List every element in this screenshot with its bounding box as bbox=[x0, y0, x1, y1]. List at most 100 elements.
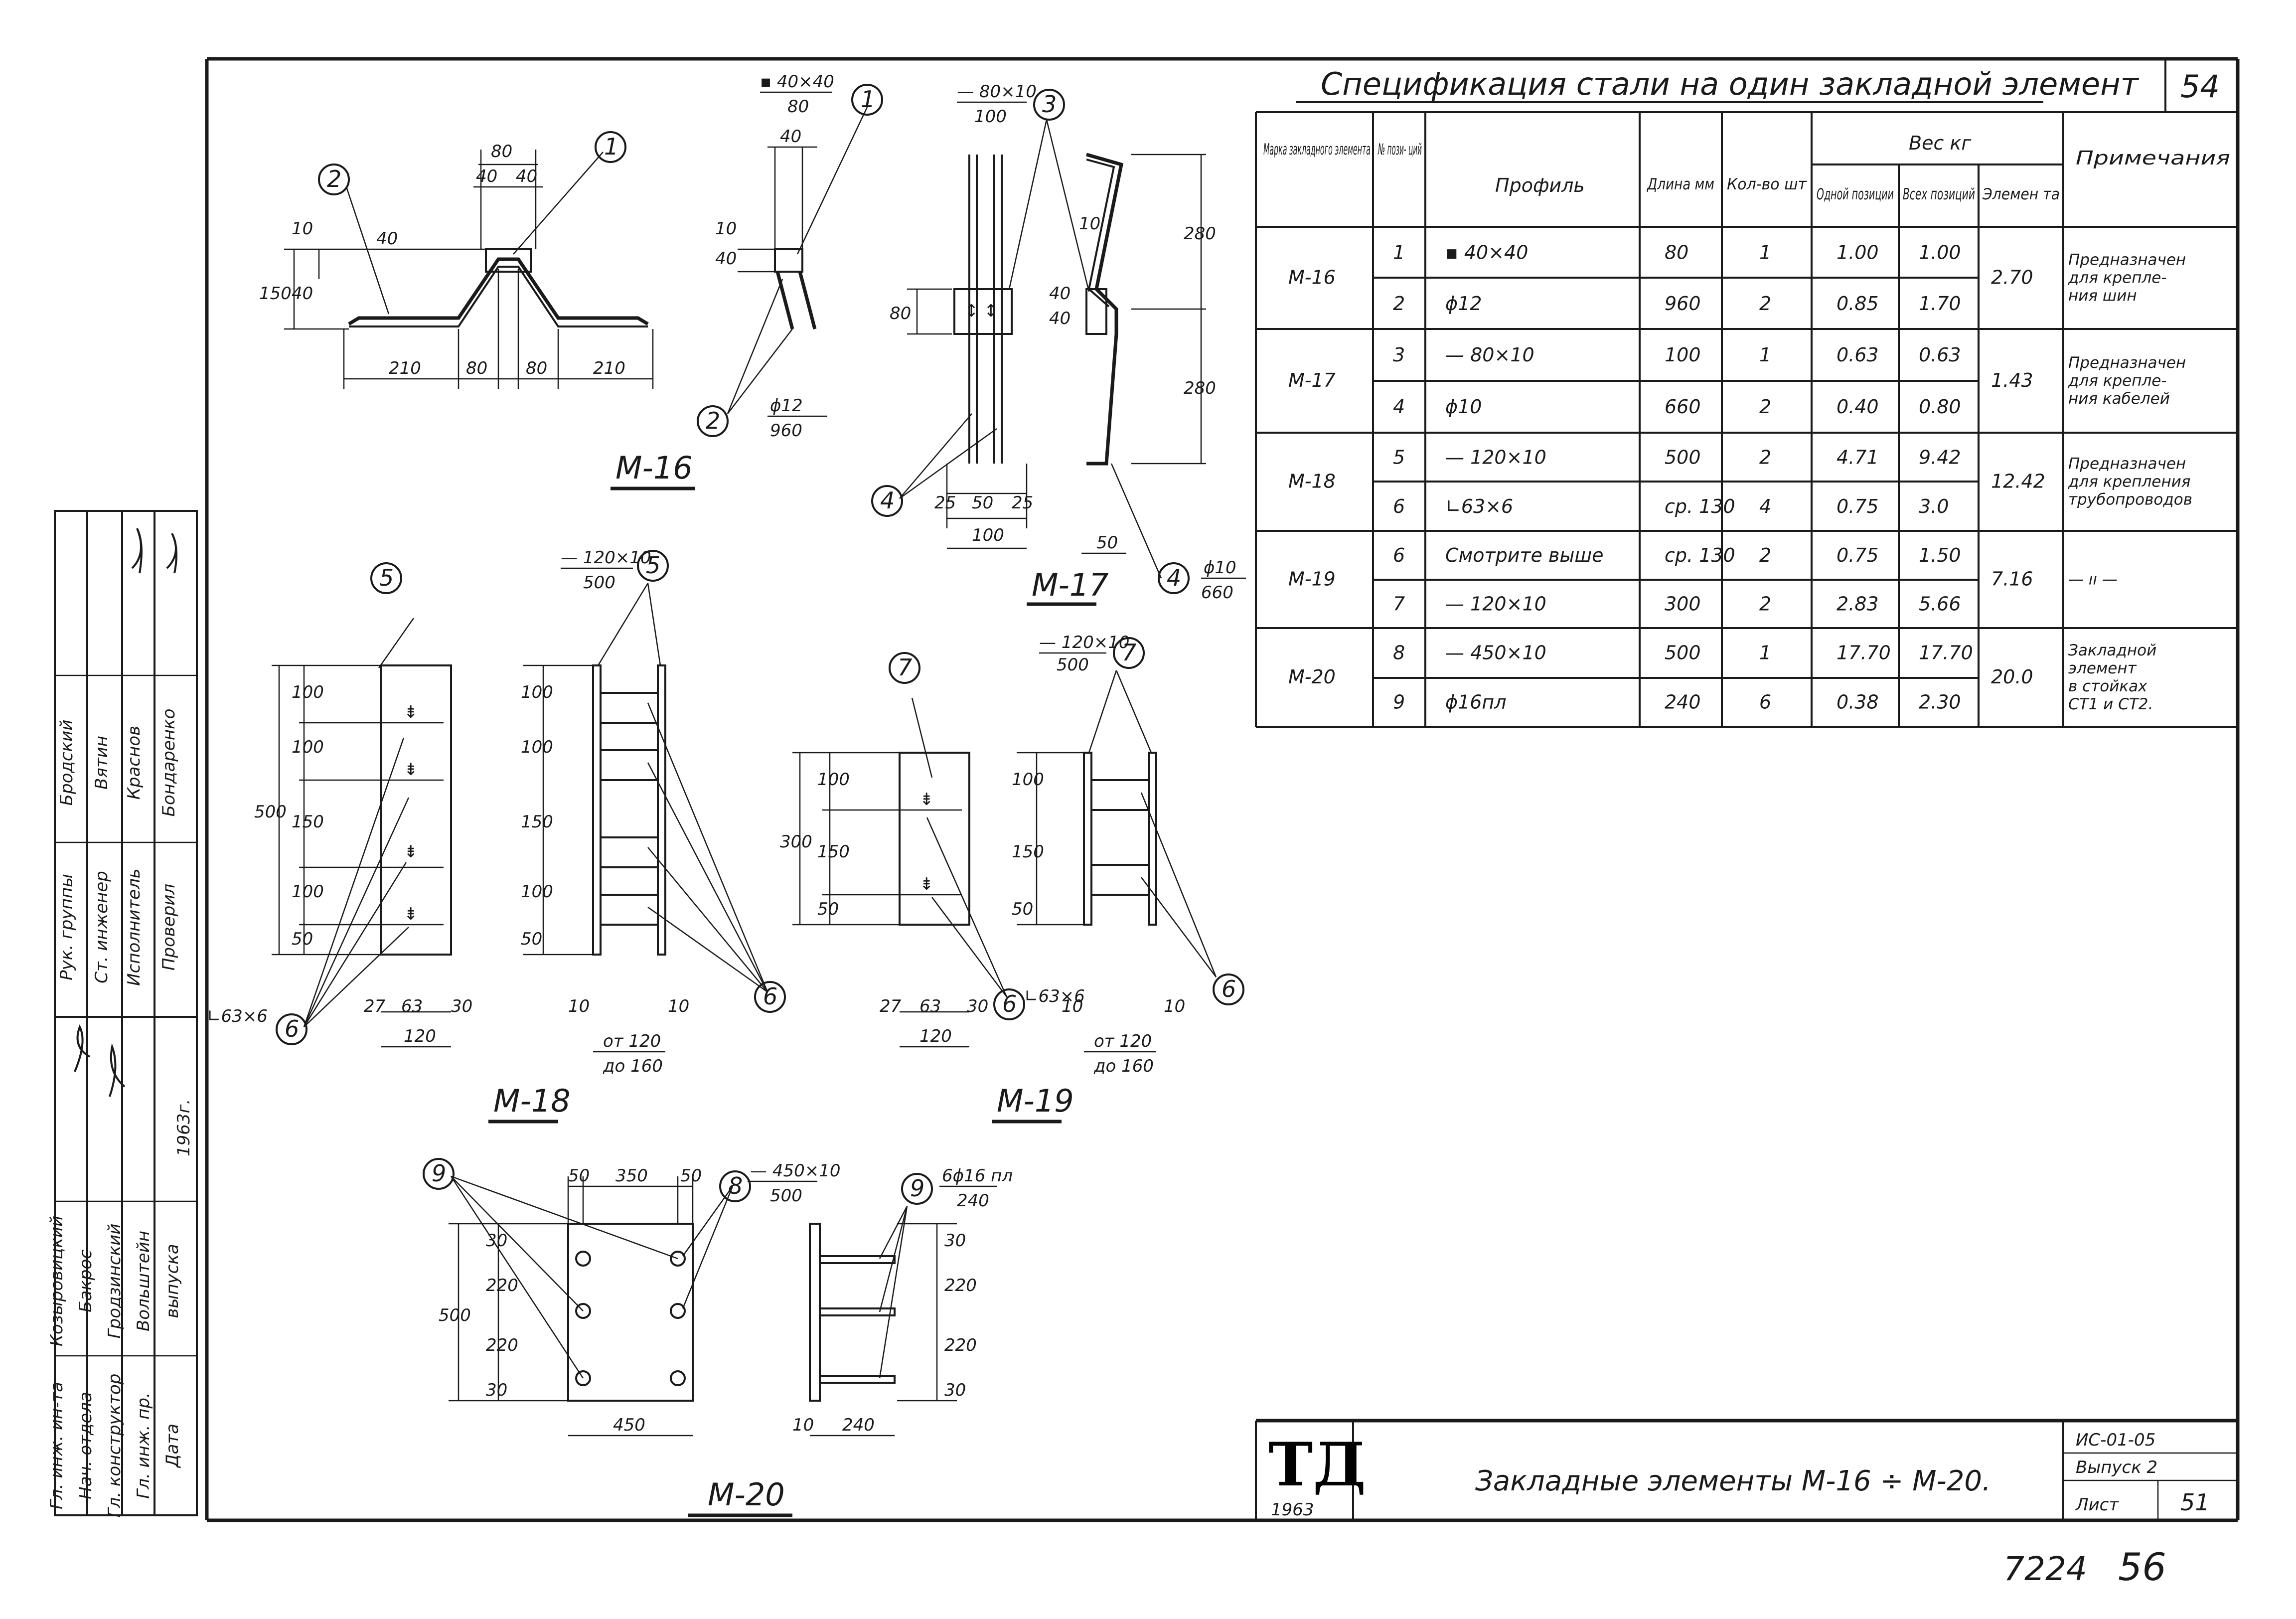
square-bar-m16 bbox=[485, 248, 532, 273]
spec-note-line: Предназначен bbox=[2068, 251, 2186, 269]
spec-qty: 2 bbox=[1759, 593, 1771, 615]
spec-elem-weight: 20.0 bbox=[1991, 666, 2033, 688]
m16-bottom-3: 210 bbox=[593, 358, 625, 378]
spec-profile: — 450×10 bbox=[1445, 642, 1546, 664]
m20-item9-label: 6ϕ16 пл bbox=[942, 1166, 1013, 1186]
archive-number-right: 56 bbox=[2118, 1545, 2166, 1589]
approver-role: Нач. отдела bbox=[76, 1392, 96, 1499]
spec-note-line: Предназначен bbox=[2068, 455, 2186, 473]
header-note: Примечания bbox=[2076, 147, 2230, 169]
m18-dim-1: 100 bbox=[292, 737, 324, 757]
m16-dim-40a: 40 bbox=[476, 166, 497, 186]
spec-note-line: — ıı — bbox=[2068, 571, 2118, 589]
spec-profile: ∟63×6 bbox=[1445, 495, 1513, 517]
svg-text:4: 4 bbox=[1167, 564, 1181, 591]
spec-weight-all: 2.30 bbox=[1919, 691, 1961, 713]
spec-length: 500 bbox=[1665, 446, 1701, 468]
m17-item4-label: ϕ10 bbox=[1204, 558, 1236, 578]
spec-pos: 3 bbox=[1393, 344, 1405, 366]
spec-mark: М-20 bbox=[1288, 666, 1336, 688]
view-m19: 300 100 150 50 ⇟ ⇟ 27 63 30 120 ∟63×6 10… bbox=[780, 633, 1217, 1124]
m18-dim-0: 100 bbox=[292, 682, 324, 702]
spec-qty: 1 bbox=[1759, 642, 1771, 664]
approver-role: Гл. конструктор bbox=[105, 1374, 125, 1518]
m20-side-0: 30 bbox=[944, 1231, 966, 1251]
drawing-frame bbox=[205, 57, 2240, 1522]
m18-dim-10a: 10 bbox=[568, 996, 590, 1016]
signatory-role: Проверил bbox=[159, 884, 179, 971]
header-length: Длина мм bbox=[1646, 175, 1714, 193]
m17-dim-40b: 40 bbox=[1049, 309, 1071, 328]
m18-title: М-18 bbox=[493, 1083, 571, 1119]
approver-name: Бакрос bbox=[76, 1250, 96, 1312]
callout-9: 9 bbox=[423, 1158, 455, 1190]
m19-dim-300: 300 bbox=[780, 832, 812, 852]
svg-text:⇟: ⇟ bbox=[919, 790, 934, 810]
spec-profile: — 120×10 bbox=[1445, 593, 1546, 615]
m18-item5-length: 500 bbox=[583, 573, 615, 593]
m20-item8-length: 500 bbox=[770, 1186, 802, 1206]
approver-role: Гл. инж. пр. bbox=[134, 1392, 153, 1498]
m17-dim-25a: 25 bbox=[934, 493, 956, 513]
m17-dim-80: 80 bbox=[890, 304, 911, 324]
m19-dim-0: 100 bbox=[817, 770, 850, 790]
svg-text:1: 1 bbox=[604, 133, 618, 160]
m16-item1-label: ▪ 40×40 bbox=[760, 72, 834, 92]
svg-text:5: 5 bbox=[379, 564, 394, 591]
callout-9b: 9 bbox=[901, 1173, 933, 1205]
sheet-number: 54 bbox=[2180, 68, 2220, 105]
m20-top-1: 350 bbox=[615, 1166, 648, 1186]
svg-text:5: 5 bbox=[646, 552, 660, 579]
spec-profile: ϕ10 bbox=[1445, 396, 1482, 418]
spec-pos: 2 bbox=[1393, 293, 1405, 315]
m19-title: М-19 bbox=[997, 1083, 1074, 1119]
svg-text:2: 2 bbox=[706, 407, 720, 434]
spec-pos: 4 bbox=[1393, 396, 1405, 418]
spec-weight-all: 1.70 bbox=[1919, 293, 1961, 315]
callout-6a: 6 bbox=[276, 1013, 307, 1045]
m18-range-a: от 120 bbox=[603, 1031, 661, 1051]
m19-range-b: до 160 bbox=[1093, 1056, 1154, 1076]
spec-mark: М-19 bbox=[1288, 568, 1336, 590]
m16-dim-40-inner: 40 bbox=[376, 229, 398, 249]
side-year: 1963г. bbox=[174, 1099, 194, 1156]
sheet-label: Лист bbox=[2075, 1495, 2119, 1515]
m17-dim-50b: 50 bbox=[1096, 533, 1118, 553]
spec-mark: М-18 bbox=[1288, 471, 1336, 492]
spec-note-line: элемент bbox=[2068, 659, 2137, 677]
m20-top-2: 50 bbox=[680, 1166, 702, 1186]
bar-profile-m16 bbox=[348, 257, 649, 326]
header-mark: Марка закладного элемента bbox=[1263, 141, 1371, 159]
approver-role: Дата bbox=[162, 1424, 182, 1468]
callout-6d: 6 bbox=[1213, 973, 1244, 1005]
callout-7: 7 bbox=[889, 652, 920, 684]
spec-weight-all: 0.63 bbox=[1919, 344, 1961, 366]
m20-dim-450: 450 bbox=[613, 1415, 645, 1435]
m19-dim-120: 120 bbox=[919, 1026, 952, 1046]
spec-elem-weight: 2.70 bbox=[1991, 267, 2033, 289]
m18-side-3: 100 bbox=[521, 882, 553, 902]
spec-length: 500 bbox=[1665, 642, 1701, 664]
spec-weight-all: 17.70 bbox=[1919, 642, 1973, 664]
title-block: ТД 1963 Закладные элементы М-16 ÷ М-20. … bbox=[1255, 1419, 2238, 1520]
callout-2b: 2 bbox=[697, 405, 729, 437]
svg-text:4: 4 bbox=[880, 487, 895, 514]
approver-name: Гродзинский bbox=[105, 1224, 125, 1339]
spec-elem-weight: 12.42 bbox=[1991, 471, 2045, 492]
sheet-title: Закладные элементы М-16 ÷ М-20. bbox=[1475, 1465, 1991, 1497]
signatory-role: Исполнитель bbox=[124, 868, 144, 986]
svg-text:1: 1 bbox=[861, 86, 875, 113]
spec-profile: ϕ12 bbox=[1445, 293, 1482, 315]
m16-title: М-16 bbox=[615, 450, 693, 486]
callouts: 1 1 2 2 3 4 4 5 5 6 6 6 6 7 7 8 9 9 bbox=[276, 84, 1244, 1205]
spec-weight-all: 3.0 bbox=[1919, 495, 1949, 517]
m20-title: М-20 bbox=[708, 1476, 785, 1513]
spec-length: 660 bbox=[1665, 396, 1701, 418]
signatures bbox=[74, 528, 177, 1097]
m16-dim-40: 40 bbox=[292, 284, 313, 304]
spec-note-line: для крепле- bbox=[2068, 269, 2167, 287]
spec-note-line: СТ1 и СТ2. bbox=[2068, 695, 2153, 713]
